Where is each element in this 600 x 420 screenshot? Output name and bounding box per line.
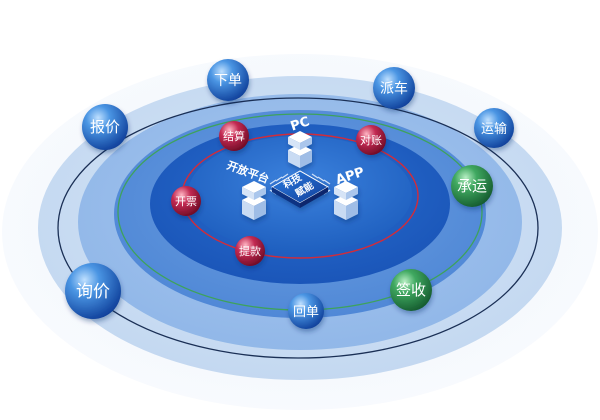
node-xiadan[interactable]: 下单 [207,59,249,101]
ring-stack [2,54,598,410]
open-platform-server-icon [242,181,266,220]
node-label: 报价 [90,118,120,136]
node-jiesuan[interactable]: 结算 [219,121,249,151]
node-chengyun[interactable]: 承运 [451,165,493,207]
node-baojia[interactable]: 报价 [82,104,128,150]
node-label: 开票 [175,195,197,208]
node-label: 下单 [214,73,242,89]
node-label: 运输 [481,121,507,137]
node-qianshou[interactable]: 签收 [390,269,432,311]
node-huidan[interactable]: 回单 [288,293,324,329]
node-label: 对账 [360,133,382,147]
node-kaipiao[interactable]: 开票 [171,186,201,216]
node-tikuan[interactable]: 提款 [235,236,265,266]
app-server-icon [334,181,358,220]
node-xunjia[interactable]: 询价 [65,263,121,319]
node-label: 派车 [380,80,408,97]
node-label: 询价 [76,282,110,302]
center-hub: PC APP 开放平台 [225,114,366,220]
inner-nodes: 结算 对账 开票 提款 [171,121,386,266]
node-label: 提款 [239,244,261,258]
node-label: 回单 [293,305,319,320]
node-label: 承运 [457,177,487,195]
pc-server-icon [288,131,312,168]
node-yunshu[interactable]: 运输 [474,108,514,148]
node-paiche[interactable]: 派车 [373,67,415,109]
node-label: 签收 [396,281,426,299]
orbit-dark [57,97,539,359]
chip-icon [269,170,331,208]
node-duizhang[interactable]: 对账 [356,125,386,155]
node-label: 结算 [223,129,245,143]
pc-label: PC [289,114,312,134]
outer-nodes: 下单 派车 报价 运输 承运 询价 签收 回单 [65,59,514,329]
